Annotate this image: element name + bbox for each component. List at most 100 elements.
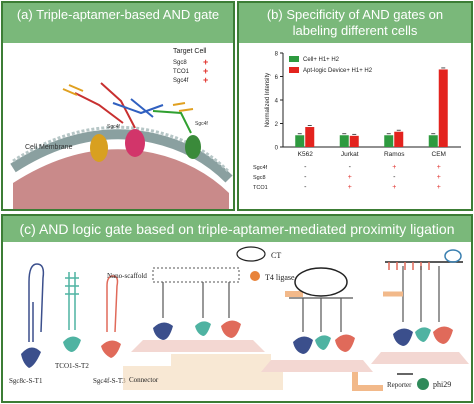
table-mark: + (392, 164, 396, 171)
ligated-circle (294, 267, 348, 297)
sgc4f-probe-strand (106, 275, 119, 333)
table-mark: + (437, 164, 441, 171)
legend-label: Cell+ H1+ H2 (303, 57, 340, 63)
table-mark: + (348, 184, 352, 191)
x-tick-label: Jurkat (341, 151, 359, 158)
x-tick-label: CEM (432, 151, 446, 158)
legend-swatch (289, 67, 299, 73)
receptor-label-1: Sgc4f (107, 124, 120, 130)
ligated-strands (289, 297, 353, 332)
aptamer-and-gate-illustration: Cell Membrane Sgc4f Sgc4f Target Cell Sg… (10, 48, 233, 209)
t4-ligase-label: T4 ligase (265, 273, 295, 282)
sgc8c-probe-strand (28, 263, 45, 342)
table-mark: + (392, 184, 396, 191)
bar-jurkat-cell (339, 135, 349, 147)
panel-c: (c) AND logic gate based on triple-aptam… (1, 214, 473, 403)
final-tco1 (415, 327, 431, 342)
legend-label-sgc8: Sgc8 (173, 60, 187, 66)
table-mark: + (437, 184, 441, 191)
phi29-icon (417, 378, 429, 390)
table-mark: - (393, 174, 396, 181)
bar-cem-apt (438, 69, 448, 147)
rca-reporters (388, 262, 430, 270)
aptamer-base-pairs (62, 84, 194, 112)
bar-cem-cell (428, 135, 438, 147)
aptamer-strand-red (74, 82, 136, 129)
aptamer-strand-green (152, 110, 192, 134)
rca-circle (444, 249, 462, 263)
receptor-label-2: Sgc4f (195, 121, 208, 127)
nano-scaffold-box (152, 267, 240, 283)
bar-ramos-cell (384, 135, 394, 147)
legend-mark-tco1: + (203, 66, 208, 76)
bound-sgc8c (153, 322, 173, 340)
table-row-label: TCO1 (253, 185, 268, 191)
y-tick-label: 8 (275, 52, 279, 58)
reporter-arrow (352, 372, 383, 391)
phi29-label: phi29 (433, 380, 451, 389)
cell-surface (13, 149, 229, 209)
lipid-bilayer (10, 129, 233, 183)
table-mark: - (304, 184, 307, 191)
receptor-magenta (125, 129, 145, 157)
reporter-label: Reporter (387, 381, 412, 389)
flow-arrow-connector (123, 354, 283, 390)
cell-surface-3 (261, 360, 373, 372)
ligated-sgc8c (293, 336, 313, 354)
ct-ligase-step: CT T4 ligase (236, 246, 303, 297)
marker-table: Sgc4f - - + + Sgc8 - + - + TCO1 - + + + (253, 164, 441, 191)
y-axis-title: Normalized Intensity (265, 73, 271, 127)
chart-bars (295, 67, 448, 147)
step2-assembly: Connector Nano-scaffold (107, 267, 283, 390)
ct-circle-icon (236, 246, 266, 262)
chart-legend: Cell+ H1+ H2 Apt-logic Device+ H1+ H2 (289, 56, 373, 74)
bound-sgc4f (221, 320, 241, 338)
receptor-yellow (90, 134, 108, 162)
panel-a: (a) Triple-aptamer-based AND gate Cell M… (1, 1, 235, 211)
bound-tco1 (195, 321, 211, 336)
cell-surface-4 (371, 352, 469, 364)
table-mark: + (437, 174, 441, 181)
panel-b: (b) Specificity of AND gates on labeling… (237, 1, 473, 211)
x-tick-label: K562 (298, 151, 314, 158)
step4-amplification (371, 249, 469, 364)
bar-jurkat-apt (349, 135, 359, 147)
t4-ligase-icon (250, 271, 260, 281)
bar-ramos-apt (394, 131, 404, 147)
ct-label: CT (271, 251, 281, 260)
panel-a-header: (a) Triple-aptamer-based AND gate (3, 3, 233, 43)
step1-probes: Sgc8c-S-T1 TCO1-S-T2 Sgc4f-S-T3 (9, 263, 126, 385)
bar-k562-cell (295, 135, 305, 147)
y-tick-label: 2 (275, 122, 279, 128)
tco1-label: TCO1-S-T2 (55, 362, 89, 370)
table-row-label: Sgc4f (253, 165, 268, 171)
legend-label: Apt-logic Device+ H1+ H2 (303, 68, 373, 74)
table-mark: - (349, 164, 352, 171)
panel-b-header: (b) Specificity of AND gates on labeling… (239, 3, 471, 43)
table-mark: - (304, 164, 307, 171)
cell-surface-2 (131, 340, 265, 352)
table-mark: + (348, 174, 352, 181)
proximity-ligation-schematic: Sgc8c-S-T1 TCO1-S-T2 Sgc4f-S-T3 Connecto… (9, 246, 469, 391)
final-sgc4f (433, 326, 453, 344)
connector-label: Connector (129, 376, 159, 384)
y-tick-label: 6 (275, 75, 279, 81)
sgc4f-label: Sgc4f-S-T3 (93, 377, 126, 385)
sgc8c-label: Sgc8c-S-T1 (9, 377, 43, 385)
legend-swatch (289, 56, 299, 62)
aptamer-strand-blue (112, 98, 164, 118)
tco1-probe-strand (65, 272, 79, 330)
scaffold-strands (162, 282, 230, 318)
legend-label-sgc4f: Sgc4f (173, 78, 189, 84)
bar-k562-apt (305, 127, 315, 147)
target-cell-title: Target Cell (173, 48, 207, 55)
table-mark: - (304, 174, 307, 181)
panel-c-header: (c) AND logic gate based on triple-aptam… (3, 216, 471, 242)
y-tick-label: 4 (275, 99, 279, 105)
legend-label-tco1: TCO1 (173, 69, 190, 75)
tco1-aptamer (63, 336, 81, 352)
receptor-green (185, 135, 201, 159)
table-row-label: Sgc8 (253, 175, 266, 181)
